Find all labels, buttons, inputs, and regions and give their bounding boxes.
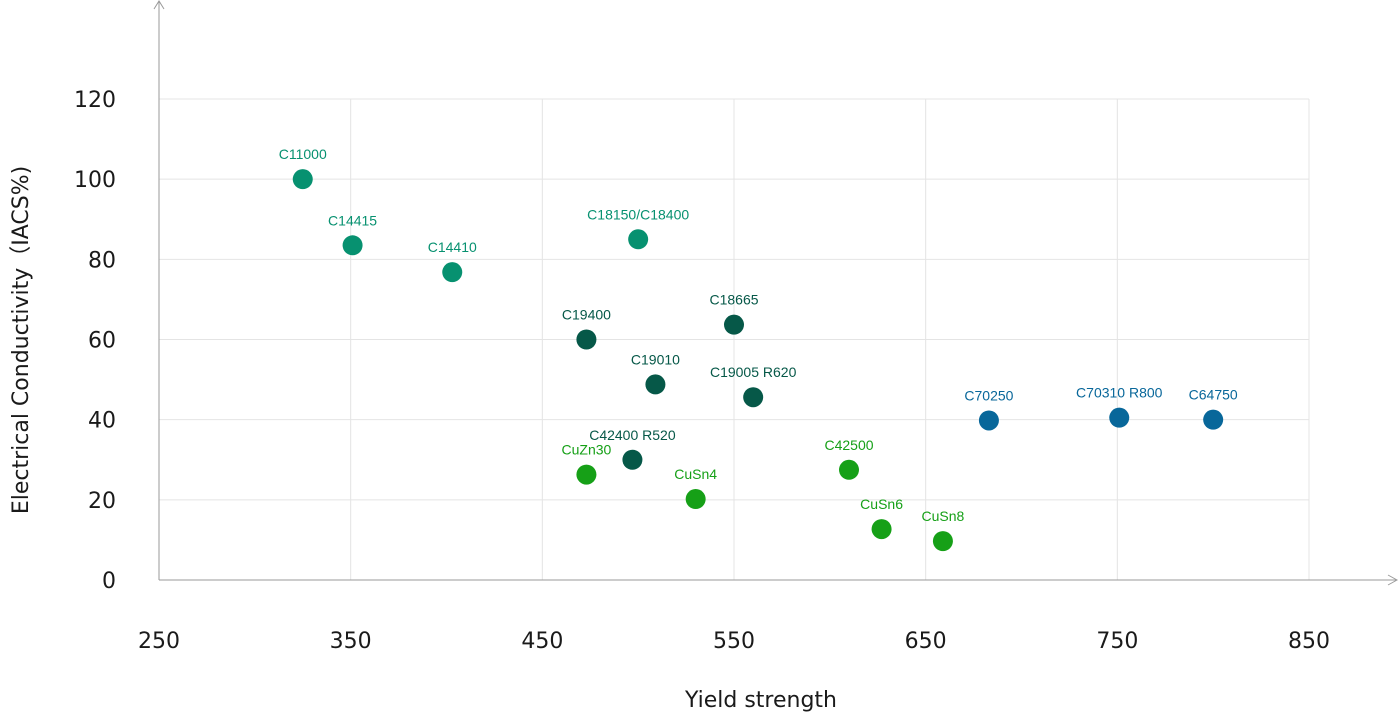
data-point [576, 329, 597, 350]
data-label: CuSn8 [922, 508, 965, 524]
data-point [292, 169, 313, 190]
y-tick-label: 120 [74, 88, 116, 113]
data-label: C14415 [328, 212, 377, 228]
x-tick-label: 250 [138, 629, 180, 654]
data-label: C19400 [562, 307, 611, 323]
x-axis-arrow-icon [1387, 574, 1399, 586]
y-tick-label: 20 [88, 489, 116, 514]
data-point [1203, 409, 1224, 430]
data-point [628, 229, 649, 250]
axes [153, 0, 1399, 586]
x-tick-label: 750 [1096, 629, 1138, 654]
data-label: C19010 [631, 351, 680, 367]
data-label: CuSn6 [860, 496, 903, 512]
data-label: C18150/C18400 [587, 206, 689, 222]
data-point [839, 459, 859, 480]
y-axis-arrow-icon [153, 0, 165, 10]
y-tick-label: 40 [88, 409, 116, 434]
x-tick-labels: 250 350 450 550 650 750 850 [138, 629, 1330, 654]
x-tick-label: 550 [713, 629, 755, 654]
data-label: C70250 [964, 387, 1013, 403]
y-tick-label: 80 [88, 248, 116, 273]
data-point [932, 531, 953, 552]
data-label: C18665 [709, 292, 758, 308]
y-axis-title: Electrical Conductivity（IACS%) [9, 166, 34, 514]
data-point [1109, 407, 1130, 428]
data-label: C42500 [824, 437, 873, 453]
y-tick-label: 100 [74, 168, 116, 193]
data-point [871, 519, 892, 540]
data-label: CuZn30 [562, 442, 612, 458]
data-point [743, 387, 764, 408]
x-axis-title: Yield strength [684, 688, 837, 713]
data-label: C42400 R520 [589, 427, 676, 443]
data-label: C70310 R800 [1076, 385, 1163, 401]
data-label: CuSn4 [674, 466, 717, 482]
data-point [442, 262, 463, 283]
grid [159, 98, 1310, 580]
data-point [645, 374, 666, 395]
y-tick-label: 60 [88, 329, 116, 354]
data-point [685, 489, 706, 510]
data-point [724, 314, 744, 335]
x-tick-label: 850 [1288, 629, 1330, 654]
x-tick-label: 350 [330, 629, 372, 654]
data-point [342, 235, 363, 256]
data-point [978, 410, 999, 431]
y-tick-label: 0 [102, 569, 116, 594]
data-points [292, 169, 1224, 552]
x-tick-label: 450 [521, 629, 563, 654]
data-label: C11000 [279, 146, 327, 162]
data-label: C19005 R620 [710, 364, 797, 380]
x-tick-label: 650 [905, 629, 947, 654]
y-tick-labels: 0 20 40 60 80 100 120 [74, 88, 116, 594]
data-point [622, 449, 643, 470]
data-point [576, 464, 597, 485]
data-label: C64750 [1189, 387, 1238, 403]
data-label: C14410 [428, 239, 477, 255]
